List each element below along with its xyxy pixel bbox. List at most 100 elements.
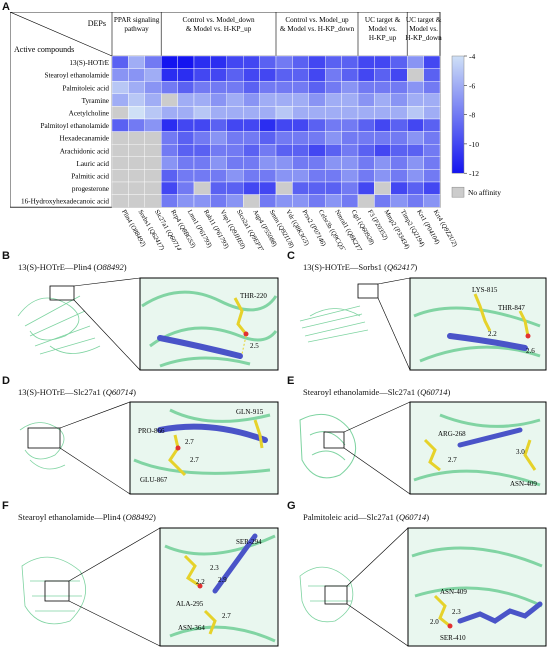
heatmap-cell — [357, 80, 375, 94]
heatmap-cell — [128, 181, 146, 195]
heatmap-cell — [193, 68, 211, 82]
heatmap-cell — [308, 68, 326, 82]
heatmap-cell — [275, 194, 293, 208]
heatmap-cell — [111, 143, 129, 157]
heatmap-cell — [160, 80, 178, 94]
heatmap-cell — [259, 118, 277, 132]
distance-label: 2.0 — [430, 618, 439, 626]
heatmap-cell — [177, 118, 195, 132]
heatmap-cell — [144, 194, 162, 208]
group-label: Model vs. — [409, 25, 438, 33]
heatmap-cell — [111, 93, 129, 107]
panel-c-caption: 13(S)-HOTrE—Sorbs1 (Q62417) — [303, 262, 418, 272]
heatmap-cell — [144, 80, 162, 94]
heatmap-cell — [128, 143, 146, 157]
heatmap-cell — [390, 80, 408, 94]
heatmap-cell — [357, 93, 375, 107]
row-label: Stearoyl ethanolamide — [45, 72, 109, 80]
heatmap-cell — [177, 55, 195, 69]
docking-view-e: ARG-268 ASN-409 2.7 3.0 — [299, 401, 547, 495]
heatmap-cell — [144, 106, 162, 120]
heatmap-cell — [357, 156, 375, 170]
heatmap-cell — [160, 106, 178, 120]
ligand — [457, 427, 523, 448]
heatmap-cell — [193, 106, 211, 120]
heatmap-cell — [423, 106, 441, 120]
heatmap-cell — [308, 131, 326, 145]
heatmap-cell — [423, 131, 441, 145]
heatmap-cell — [144, 181, 162, 195]
row-label: Palmitoyl ethanolamide — [41, 122, 109, 130]
heatmap-cell — [275, 93, 293, 107]
heatmap-cell — [160, 93, 178, 107]
heatmap-cell — [390, 55, 408, 69]
protein-overview — [299, 413, 357, 479]
heatmap-cell — [275, 143, 293, 157]
heatmap-cell — [177, 131, 195, 145]
row-label: Arachidonic acid — [60, 147, 110, 155]
heatmap-cell — [242, 169, 260, 183]
residue-label: SER-294 — [236, 538, 262, 546]
heatmap-cell — [111, 80, 129, 94]
distance-label: 2.6 — [526, 347, 535, 355]
panel-d-caption: 13(S)-HOTrE—Slc27a1 (Q60714) — [18, 387, 136, 397]
heatmap-cell — [111, 194, 129, 208]
heatmap-cell — [325, 68, 342, 82]
colorbar — [451, 55, 465, 174]
distance-label: 2.7 — [185, 438, 194, 446]
heatmap-cell — [374, 131, 391, 145]
panel-a-letter: A — [2, 1, 10, 13]
heatmap-cell — [259, 131, 277, 145]
heatmap-cell — [111, 169, 129, 183]
heatmap-cell — [423, 156, 441, 170]
heatmap-cell — [111, 55, 129, 69]
panel-g-caption: Palmitoleic acid—Slc27a1 (Q60714) — [303, 512, 430, 522]
residue-sticks — [433, 594, 451, 628]
heatmap-cell — [423, 169, 441, 183]
heatmap-cell — [111, 68, 129, 82]
heatmap-cell — [423, 80, 441, 94]
heatmap-cell — [226, 143, 244, 157]
heatmap-cell — [128, 156, 146, 170]
heatmap-cell — [341, 194, 359, 208]
heatmap-cell — [275, 156, 293, 170]
heatmap-cell — [259, 143, 277, 157]
heatmap-cell — [160, 169, 178, 183]
heatmap-cell — [259, 156, 277, 170]
heatmap-cell — [193, 55, 211, 69]
heatmap-cell — [111, 118, 129, 132]
heatmap-cell — [390, 169, 408, 183]
residue-sticks — [423, 438, 441, 472]
heatmap-cell — [357, 131, 375, 145]
group-label: & Model vs. H-KP_down — [280, 25, 355, 33]
colorbar-tick-label: -10 — [469, 140, 479, 149]
group-label: H-KP_up — [369, 34, 397, 42]
heatmap-cell — [210, 169, 227, 183]
heatmap-cell — [128, 106, 146, 120]
heatmap-cell — [177, 194, 195, 208]
row-label: Acetylcholine — [69, 109, 109, 117]
heatmap-cell — [144, 55, 162, 69]
zoom-source-box — [357, 283, 379, 299]
zoom-inset-box — [139, 277, 279, 371]
heatmap-cell — [177, 80, 195, 94]
heatmap-cell — [390, 194, 408, 208]
group-label: Control vs. Model_up — [285, 16, 349, 24]
row-label: 13(S)-HOTrE — [69, 59, 109, 67]
heatmap-cell — [226, 156, 244, 170]
row-label: Tyramine — [82, 97, 109, 105]
heatmap-cell — [226, 106, 244, 120]
heatmap-cell — [292, 131, 309, 145]
row-label: Palmitic acid — [71, 172, 109, 180]
heatmap-cell — [259, 194, 277, 208]
heatmap-cell — [325, 169, 342, 183]
heatmap-cell — [374, 118, 391, 132]
heatmap-cell — [210, 80, 227, 94]
panel-c-letter: C — [287, 250, 295, 262]
zoom-source-box — [323, 431, 345, 449]
protein-cartoon — [413, 413, 541, 487]
heatmap-cell — [292, 194, 309, 208]
heatmap-cell — [177, 106, 195, 120]
residue-label: THR-220 — [240, 292, 267, 300]
